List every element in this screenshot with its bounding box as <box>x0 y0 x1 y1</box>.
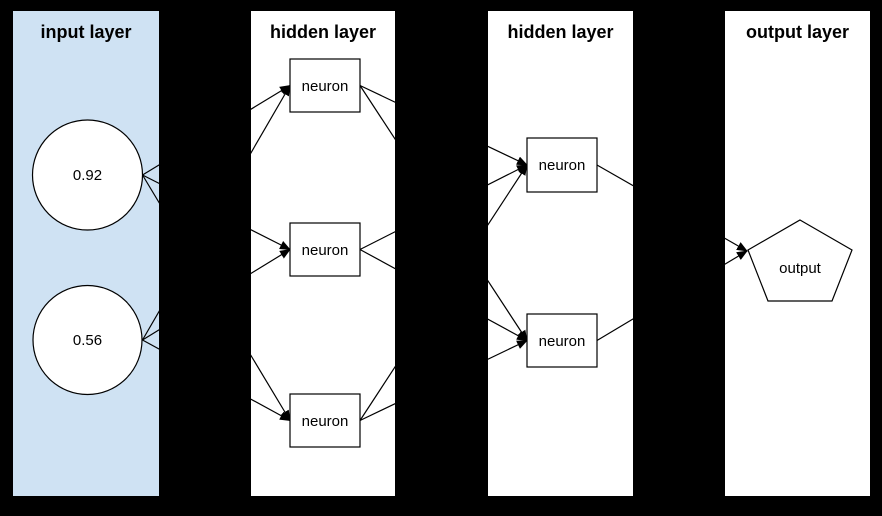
hidden2-neuron-2: neuron <box>526 313 598 368</box>
input-layer-title: input layer <box>40 22 131 42</box>
edge-h1n1-h2n2 <box>359 85 528 342</box>
hidden2-neuron-1-box <box>526 137 598 193</box>
edge-h1n3-h2n1 <box>359 164 528 421</box>
input-node-1: 0.92 <box>31 119 144 231</box>
hidden1-neuron-3-box <box>289 393 361 448</box>
edge-h2n2-output <box>596 250 748 342</box>
output-layer-title: output layer <box>746 22 849 42</box>
hidden2-neuron-2-label: neuron <box>539 333 586 350</box>
hidden2-neuron-1: neuron <box>526 137 598 193</box>
hidden1-neuron-1: neuron <box>289 58 361 113</box>
hidden1-neuron-2-label: neuron <box>302 242 349 259</box>
output-node-pentagon <box>747 219 853 302</box>
hidden1-neuron-2-box <box>289 222 361 277</box>
hidden1-neuron-1-box <box>289 58 361 113</box>
edge-h1n2-h2n1 <box>359 164 528 251</box>
hidden2-neuron-2-box <box>526 313 598 368</box>
input-node-2-circle <box>32 284 143 396</box>
hidden1-neuron-3: neuron <box>289 393 361 448</box>
panel-hidden-layer-2 <box>488 11 633 496</box>
output-node-label: output <box>779 260 822 277</box>
edge-input2-neuron3 <box>142 339 291 422</box>
hidden-layer-2-title: hidden layer <box>507 22 613 42</box>
edges-hidden1-to-hidden2 <box>359 84 528 422</box>
edge-input1-neuron3 <box>141 174 291 422</box>
hidden1-neuron-1-label: neuron <box>302 78 349 95</box>
input-node-1-value: 0.92 <box>73 167 102 184</box>
hidden-layer-1-title: hidden layer <box>270 22 376 42</box>
hidden2-neuron-1-label: neuron <box>539 157 586 174</box>
hidden1-neuron-3-label: neuron <box>302 413 349 430</box>
input-node-2-value: 0.56 <box>73 332 102 349</box>
edge-h2n1-output <box>596 164 748 252</box>
edge-h1n2-h2n2 <box>359 248 528 342</box>
edge-h1n3-h2n2 <box>359 339 528 422</box>
edges-input-to-hidden1 <box>141 84 291 422</box>
edge-input2-neuron1 <box>141 84 291 341</box>
edges-hidden2-to-output <box>596 164 748 342</box>
input-node-1-circle <box>31 119 144 231</box>
panel-input-layer <box>13 11 159 496</box>
input-node-2: 0.56 <box>32 284 143 396</box>
hidden1-neuron-2: neuron <box>289 222 361 277</box>
output-node: output <box>747 219 853 302</box>
edge-h1n1-h2n1 <box>359 84 528 166</box>
edge-input1-neuron1 <box>142 84 291 176</box>
edge-input2-neuron2 <box>142 248 291 341</box>
